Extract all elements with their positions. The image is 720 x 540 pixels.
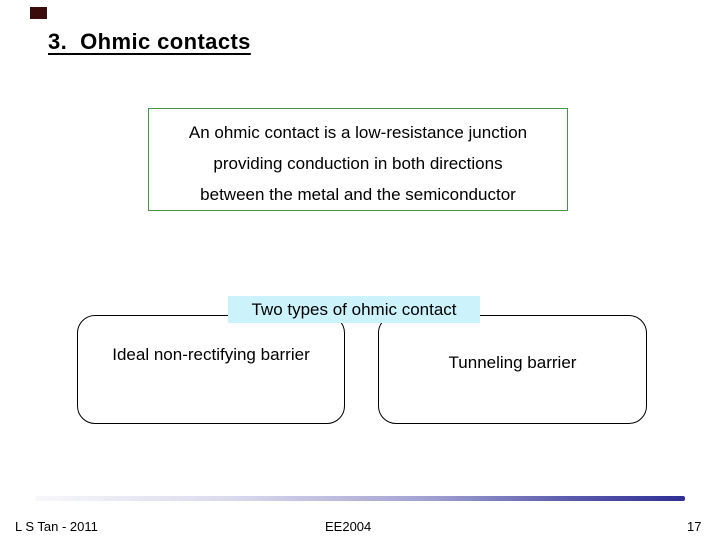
definition-line-3: between the metal and the semiconductor [200,185,516,204]
types-heading: Two types of ohmic contact [228,296,480,323]
footer-course-code: EE2004 [325,519,372,534]
definition-line-1: An ohmic contact is a low-resistance jun… [188,123,528,142]
footer-page-number: 17 [687,519,702,534]
type-box-ideal-barrier-label: Ideal non-rectifying barrier [112,345,310,364]
corner-decoration-square [30,7,47,19]
slide-title: 3. Ohmic contacts [48,29,251,54]
footer-divider-bar [35,496,685,501]
definition-line-2: providing conduction in both directions [213,154,503,173]
type-box-tunneling-barrier: Tunneling barrier [378,315,647,424]
footer-author: L S Tan - 2011 [15,519,98,534]
type-box-ideal-barrier: Ideal non-rectifying barrier [77,315,345,424]
type-box-tunneling-barrier-label: Tunneling barrier [448,353,577,372]
definition-box: An ohmic contact is a low-resistance jun… [148,108,568,211]
